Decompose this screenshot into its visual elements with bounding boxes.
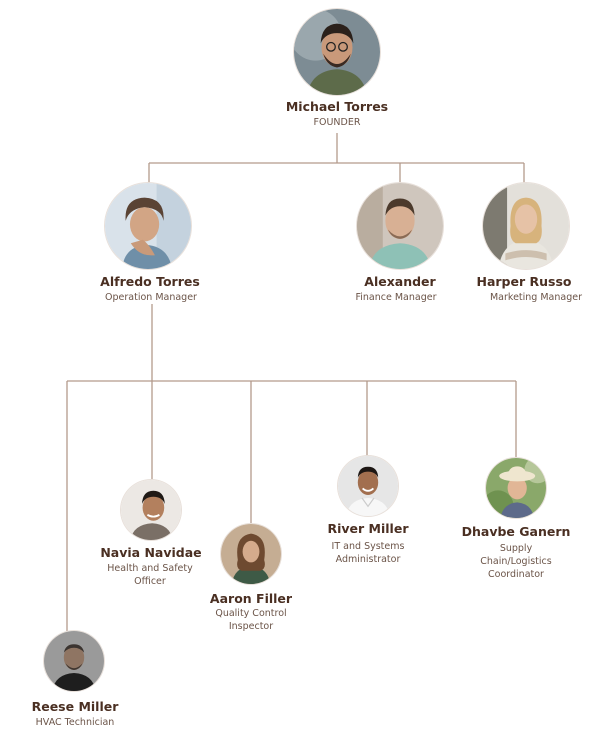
- role-alfredo-torres: Operation Manager: [105, 292, 197, 303]
- name-aaron-filler: Aaron Filler: [209, 591, 293, 606]
- avatar-michael-torres: [294, 9, 380, 95]
- avatar-alfredo-torres: [105, 183, 191, 269]
- role-alexander: Finance Manager: [355, 292, 437, 303]
- role-river-miller: IT and Systems Administrator: [331, 541, 405, 565]
- name-dhavbe-ganern: Dhavbe Ganern: [461, 524, 571, 539]
- name-michael-torres: Michael Torres: [285, 99, 389, 114]
- avatar-aaron-filler: [221, 524, 281, 584]
- role-navia-navidae: Health and Safety Officer: [107, 563, 193, 587]
- name-river-miller: River Miller: [327, 521, 409, 536]
- role-michael-torres: FOUNDER: [313, 117, 361, 128]
- avatar-harper-russo: [483, 183, 569, 269]
- avatar-reese-miller: [44, 631, 104, 691]
- role-harper-russo: Marketing Manager: [489, 292, 582, 303]
- avatar-dhavbe-ganern: [486, 458, 546, 518]
- role-dhavbe-ganern: Supply Chain/Logistics Coordinator: [480, 543, 552, 580]
- role-aaron-filler: Quality Control Inspector: [215, 608, 287, 632]
- name-harper-russo: Harper Russo: [476, 274, 572, 289]
- name-navia-navidae: Navia Navidae: [100, 545, 202, 560]
- avatar-river-miller: [338, 456, 398, 516]
- name-alexander: Alexander: [364, 274, 436, 289]
- avatar-navia-navidae: [121, 480, 181, 540]
- avatar-alexander: [357, 183, 443, 269]
- name-reese-miller: Reese Miller: [31, 699, 119, 714]
- role-reese-miller: HVAC Technician: [35, 717, 115, 728]
- name-alfredo-torres: Alfredo Torres: [100, 274, 200, 289]
